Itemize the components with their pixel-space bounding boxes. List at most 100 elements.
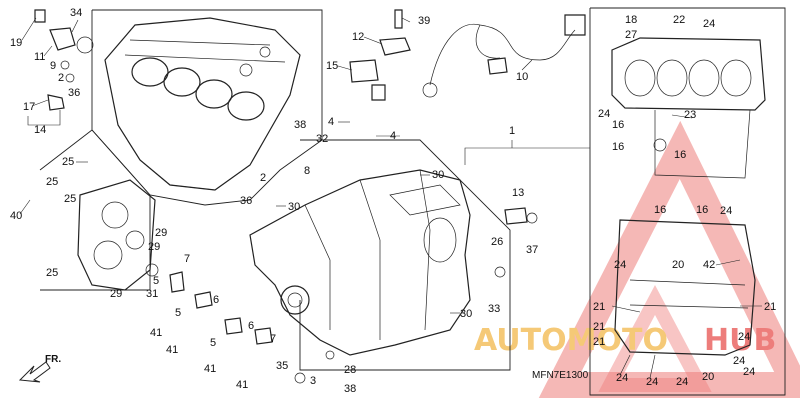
callout: 7 <box>184 253 190 265</box>
callout: 24 <box>733 355 745 367</box>
lower-crankcase <box>249 169 471 356</box>
callout: 4 <box>328 116 334 128</box>
frame-right-assembly <box>589 7 786 396</box>
callout: 20 <box>702 371 714 383</box>
sensor-and-harness <box>349 9 586 101</box>
callout: 24 <box>598 108 610 120</box>
callout: 6 <box>213 294 219 306</box>
top-left-sensor-parts <box>34 9 94 111</box>
callout: 24 <box>614 259 626 271</box>
watermark-triangle-large <box>538 120 800 398</box>
wire-harness <box>429 23 576 86</box>
watermark-triangle-small <box>598 285 712 392</box>
callout: 41 <box>236 379 248 391</box>
callout: 24 <box>738 331 750 343</box>
callout: 15 <box>326 60 338 72</box>
callout: 7 <box>270 333 276 345</box>
callout: 40 <box>10 210 22 222</box>
callout: 42 <box>703 259 715 271</box>
callout: 1 <box>509 125 515 137</box>
callout: 17 <box>23 101 35 113</box>
callout: 12 <box>352 31 364 43</box>
front-marker-text: FR. <box>45 354 61 365</box>
callout: 16 <box>696 204 708 216</box>
right-block-skirt <box>654 109 751 179</box>
frame-lower-crankcase <box>299 139 511 371</box>
callout: 16 <box>612 141 624 153</box>
callout: 28 <box>344 364 356 376</box>
callout: 36 <box>240 195 252 207</box>
callout: 25 <box>46 267 58 279</box>
callout: 6 <box>248 320 254 332</box>
callout: 26 <box>491 236 503 248</box>
thermostat-housing <box>49 27 76 51</box>
callout: 32 <box>316 133 328 145</box>
callout: 5 <box>210 337 216 349</box>
harness-connector <box>564 14 586 36</box>
callout: 24 <box>616 372 628 384</box>
front-direction-marker: FR. <box>18 354 61 383</box>
callout: 25 <box>62 156 74 168</box>
right-upper-block <box>611 37 766 111</box>
callout: 30 <box>432 169 444 181</box>
diagram-code: MFN7E1300 <box>532 370 589 381</box>
callout: 3 <box>310 375 316 387</box>
leader-lines <box>19 17 762 379</box>
o-ring <box>76 36 94 54</box>
callout: 11 <box>34 51 45 63</box>
callout-numbers: 19 34 11 9 2 36 17 14 39 12 15 10 18 27 … <box>10 7 776 395</box>
cylinder-bore-1 <box>131 57 169 87</box>
callout: 21 <box>764 301 776 313</box>
frame-left-cover <box>39 129 151 291</box>
front-arrow-icon <box>18 361 51 383</box>
callout: 30 <box>288 201 300 213</box>
callout: 35 <box>276 360 288 372</box>
callout: 41 <box>204 363 216 375</box>
frame-link-right <box>464 147 590 165</box>
sensor-connector <box>349 59 379 83</box>
callout: 10 <box>516 71 528 83</box>
cylinder-bore-2 <box>163 67 201 97</box>
cylinder-bore-3 <box>195 79 233 109</box>
callout: 16 <box>612 119 624 131</box>
callout: 14 <box>34 124 46 136</box>
callout: 24 <box>743 366 755 378</box>
oil-pressure-switch <box>47 94 65 111</box>
callout: 41 <box>166 344 178 356</box>
callout: 21 <box>593 321 605 333</box>
callout: 27 <box>625 29 637 41</box>
callout: 5 <box>153 275 159 287</box>
watermark-word-b: HUB <box>704 323 776 358</box>
callout: 16 <box>654 204 666 216</box>
callout: 38 <box>294 119 306 131</box>
callout: 2 <box>58 72 64 84</box>
upper-crankcase <box>104 17 301 191</box>
callout: 24 <box>703 18 715 30</box>
callout: 39 <box>418 15 430 27</box>
callout: 31 <box>146 288 158 300</box>
callout: 13 <box>512 187 524 199</box>
upper-crankcase-body <box>104 17 301 191</box>
left-side-cover <box>77 179 156 291</box>
callout: 19 <box>10 37 22 49</box>
oil-pan <box>614 219 756 356</box>
left-cover-body <box>77 179 156 291</box>
cylinder-bore-4 <box>227 91 265 121</box>
callout: 29 <box>148 241 160 253</box>
callout: 20 <box>672 259 684 271</box>
callout: 41 <box>150 327 162 339</box>
lower-crankcase-body <box>249 169 471 356</box>
callout: 24 <box>676 376 688 388</box>
callout: 33 <box>488 303 500 315</box>
right-assembly <box>611 37 766 356</box>
fasteners-lower <box>145 207 538 384</box>
callout: 2 <box>260 172 266 184</box>
callout: 9 <box>50 60 56 72</box>
callout: 24 <box>646 376 658 388</box>
callout: 38 <box>344 383 356 395</box>
callout: 37 <box>526 244 538 256</box>
callout: 21 <box>593 301 605 313</box>
sensor-body <box>371 84 386 101</box>
callout: 23 <box>684 109 696 121</box>
